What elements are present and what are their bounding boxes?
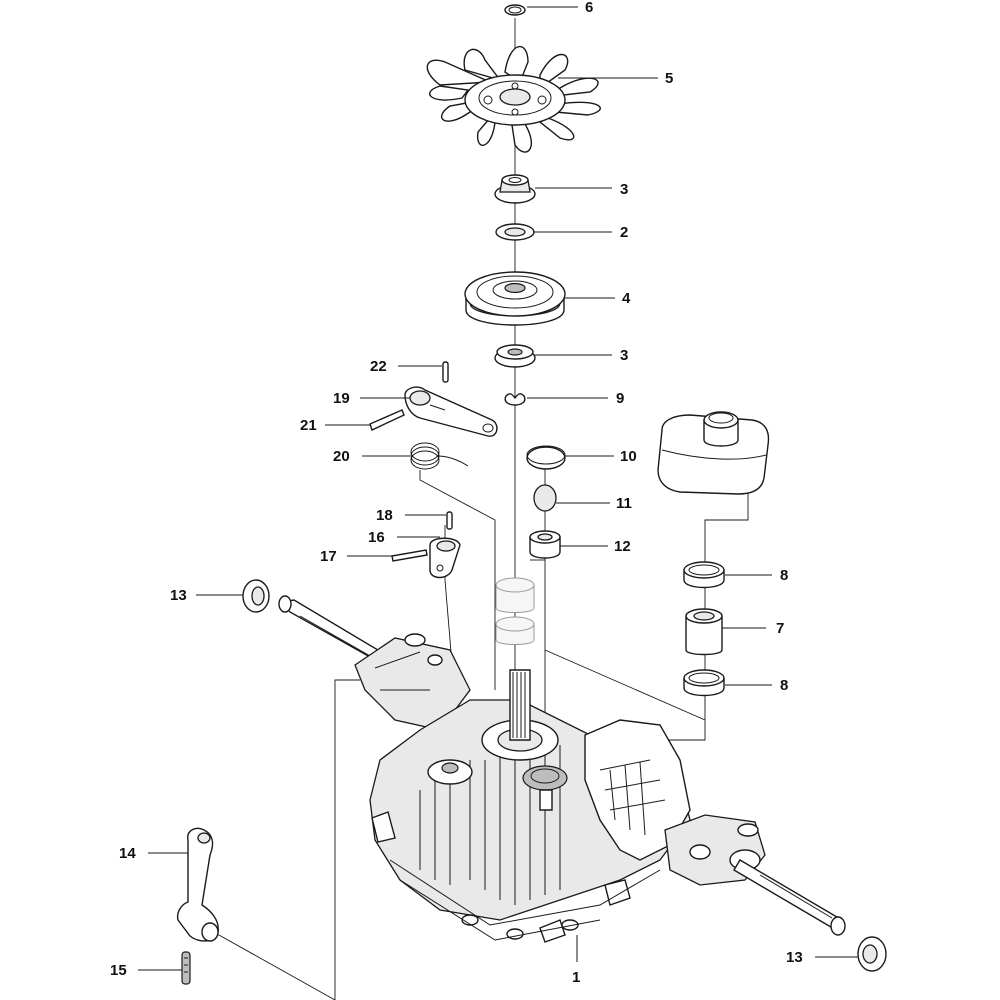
part-11-disc [533,484,557,512]
callout-21: 21 [300,417,317,434]
part-15-pin [181,951,191,985]
callout-17: 17 [320,548,337,565]
part-9-circlip [504,393,526,406]
part-8-lower-clamp [683,669,725,697]
callout-10: 10 [620,448,637,465]
part-3-upper-nut [494,174,536,204]
part-22-pin [442,361,449,383]
callout-16: 16 [368,529,385,546]
part-19-control-lever [404,386,498,437]
part-4-pulley [464,271,566,326]
callout-13-right: 13 [786,949,803,966]
part-12-sleeve [529,530,561,559]
callout-8-upper: 8 [780,567,788,584]
part-21-roll-pin [369,409,405,431]
callout-4: 4 [622,290,631,307]
callout-9: 9 [616,390,624,407]
callout-19: 19 [333,390,350,407]
part-13-left-axle-seal [242,579,270,613]
callout-3-upper: 3 [620,181,628,198]
part-6-snap-ring [504,4,526,16]
callout-labels: 6 5 3 2 4 3 22 9 19 21 10 20 11 18 16 12… [110,0,803,986]
callout-15: 15 [110,962,127,979]
part-13-right-axle-seal [857,936,887,972]
part-2-washer [495,223,535,241]
callout-2: 2 [620,224,628,241]
callout-20: 20 [333,448,350,465]
callout-7: 7 [776,620,784,637]
callout-3-lower: 3 [620,347,628,364]
part-3-lower-collar [494,344,536,368]
callout-13-left: 13 [170,587,187,604]
part-14-bypass-lever [176,827,219,942]
part-8-upper-clamp [683,561,725,589]
callout-5: 5 [665,70,673,87]
part-16-bypass-arm [429,537,461,579]
callout-1: 1 [572,969,580,986]
part-10-cap [526,445,566,470]
callout-6: 6 [585,0,593,16]
part-7-hose [685,608,723,656]
callout-22: 22 [370,358,387,375]
part-1-transaxle [278,577,846,943]
part-18-pin [446,511,453,530]
callout-11: 11 [616,495,632,512]
expansion-tank [657,411,770,495]
callout-18: 18 [376,507,393,524]
callout-12: 12 [614,538,631,555]
part-5-cooling-fan [426,45,601,153]
leader-lines [138,6,858,971]
part-20-torsion-spring [410,442,469,470]
part-17-pin [391,549,428,562]
callout-8-lower: 8 [780,677,788,694]
callout-14: 14 [119,845,136,862]
